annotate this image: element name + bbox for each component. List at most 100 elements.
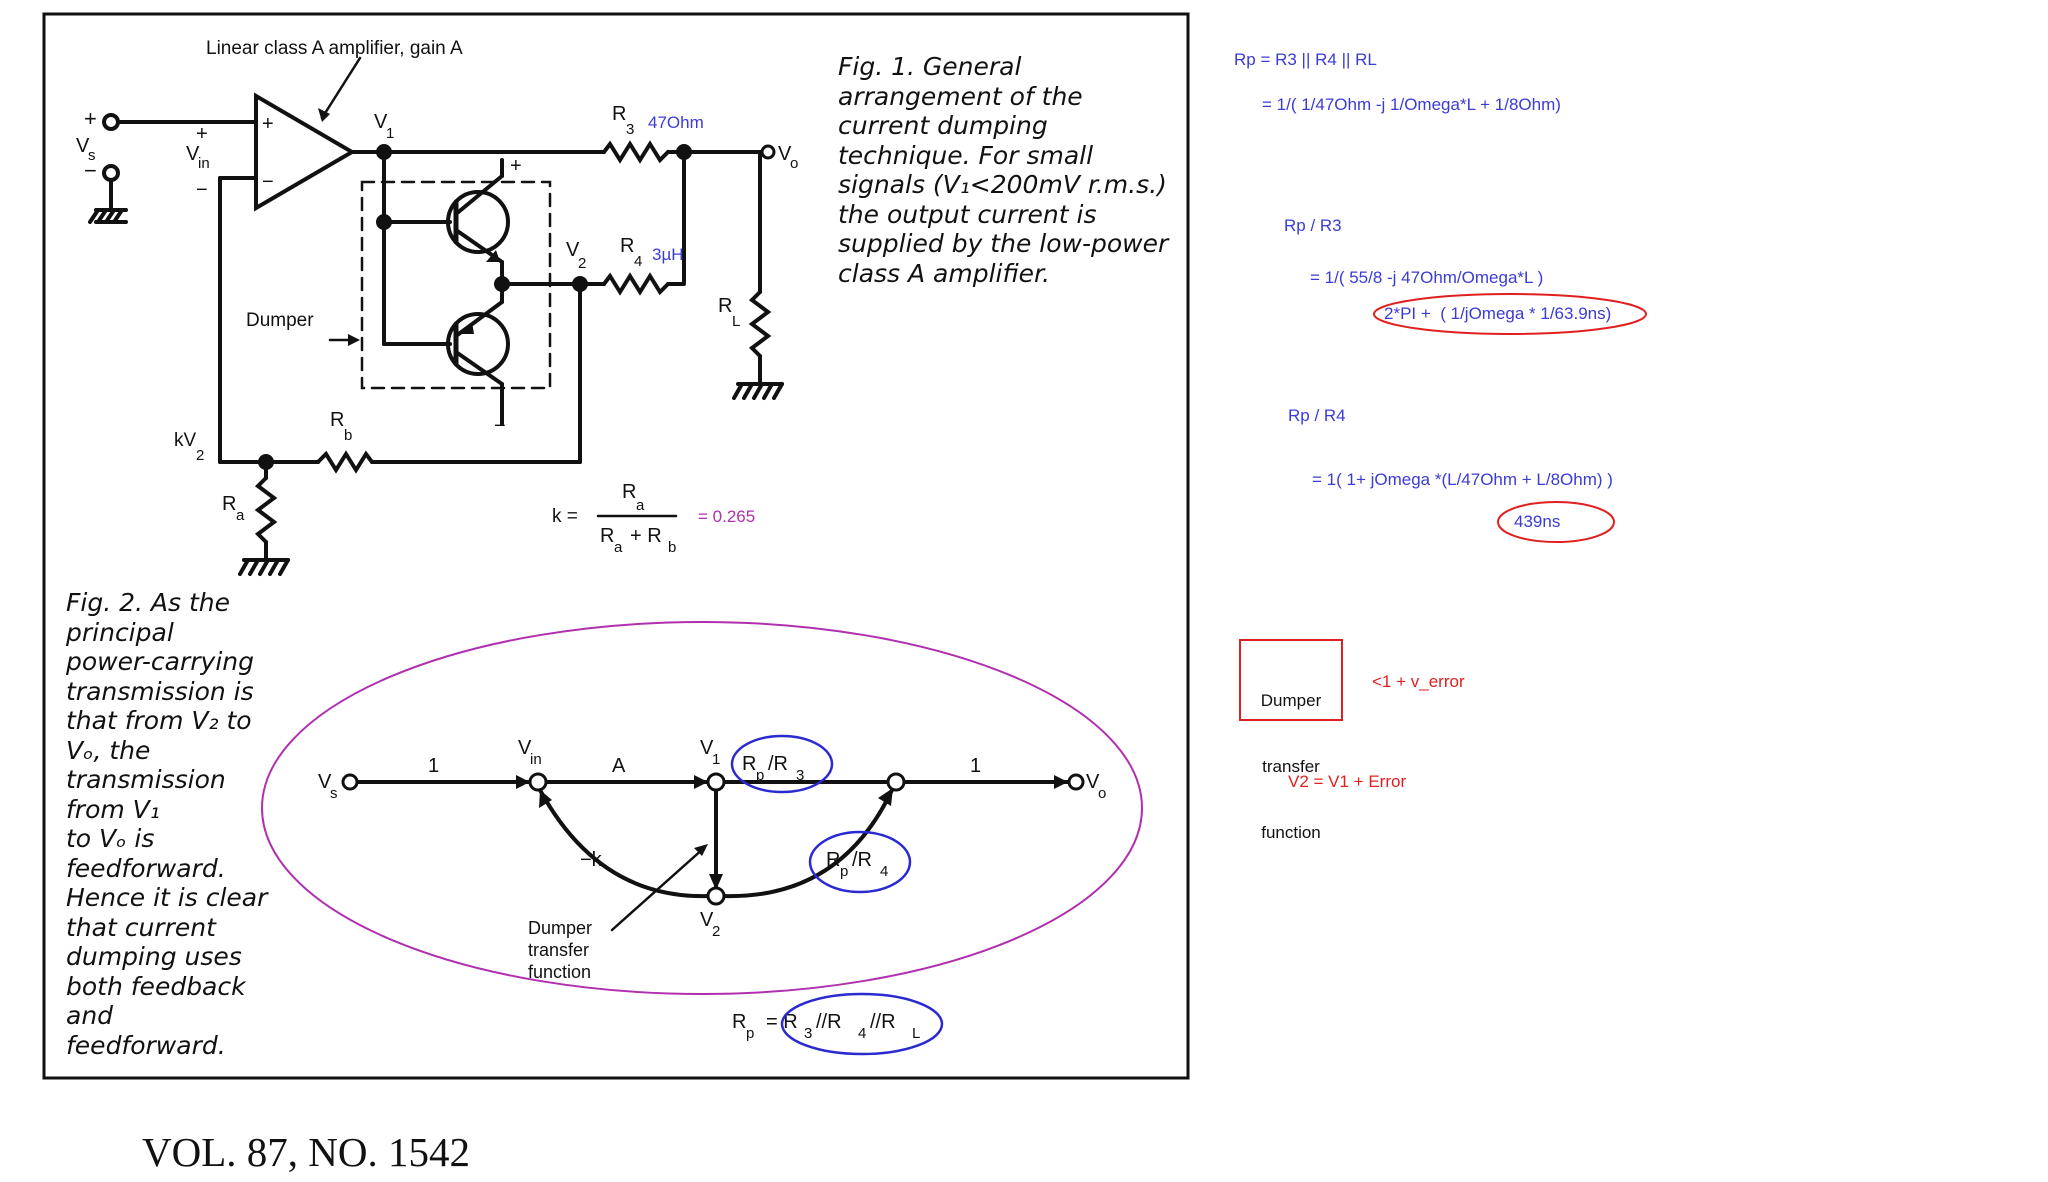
k-den-plus: + R	[630, 525, 662, 547]
f2-dumper-line1: Dumper	[528, 918, 592, 938]
dumper-note-line: transfer	[1262, 757, 1320, 776]
fig2-caption-line: and	[66, 1001, 114, 1030]
f2-rp-eq: R	[732, 1011, 746, 1033]
f2-v1-label: V	[700, 737, 714, 759]
f2-rp-eq-sub4: 4	[858, 1025, 866, 1042]
dumper-note-text: Dumper transfer function	[1240, 646, 1342, 866]
vs-label: V	[76, 135, 90, 157]
v1-node	[706, 772, 726, 792]
r4-note: 3µH	[652, 245, 684, 264]
f2-gain-a: A	[612, 755, 626, 777]
f2-v2-sub: 2	[712, 923, 720, 940]
f2-vs-sub: s	[330, 785, 338, 802]
f2-v2-label: V	[700, 909, 714, 931]
ra-sub: a	[236, 507, 245, 524]
f2-gain-out: 1	[970, 755, 981, 777]
fig2-caption-line: Vₒ, the	[66, 735, 151, 765]
rb-resistor	[316, 450, 374, 474]
f2-v1-sub: 1	[712, 751, 720, 768]
f2-dumper-line3: function	[528, 962, 591, 982]
fig1-schematic	[88, 56, 784, 576]
rl-sub: L	[732, 313, 740, 330]
v1-label: V	[374, 111, 388, 133]
vs-sub: s	[88, 147, 96, 164]
fig2-caption-line: that current	[66, 912, 216, 942]
k-value-note: = 0.265	[698, 507, 755, 526]
r4-label: R	[620, 235, 634, 257]
sum-node	[886, 772, 906, 792]
ra-label: R	[222, 493, 236, 515]
k-den-sub2: b	[668, 539, 676, 556]
vs-plus-terminal	[102, 113, 120, 131]
vin-sub: in	[198, 155, 210, 172]
note-rp-r4-expr: = 1( 1+ jOmega *(L/47Ohm + L/8Ohm) )	[1312, 470, 1613, 489]
vo-terminal	[760, 144, 776, 160]
vin-node	[528, 772, 548, 792]
ra-resistor	[254, 476, 278, 544]
vs-plus-label: +	[84, 106, 97, 131]
vs-node	[341, 773, 359, 791]
dumper-note-line: Dumper	[1260, 691, 1322, 710]
plus-rail-label: +	[510, 155, 522, 177]
vo-node	[1067, 773, 1085, 791]
f2-rp-eq-sub: p	[746, 1025, 754, 1042]
f2-rp-r4: R	[826, 849, 840, 871]
note-rp-r3-title: Rp / R3	[1284, 216, 1342, 235]
f2-rp-r3-slash: /R	[768, 753, 788, 775]
dumper-label: Dumper	[246, 310, 314, 331]
note-v2-eq: V2 = V1 + Error	[1288, 772, 1407, 791]
v2-label: V	[566, 239, 580, 261]
amp-plus-label: +	[262, 113, 274, 135]
f2-vin-label: V	[518, 737, 532, 759]
k-den-label: R	[600, 525, 614, 547]
vo-sub: o	[790, 155, 798, 172]
amplifier-symbol	[254, 92, 356, 212]
dumper-note-line: function	[1261, 823, 1321, 842]
f2-vo-label: V	[1086, 771, 1100, 793]
rl-resistor	[748, 290, 772, 358]
vin-label: V	[186, 143, 200, 165]
minus-rail-label: −	[494, 415, 506, 437]
f2-gain1: 1	[428, 755, 439, 777]
vin-minus-label: −	[196, 179, 208, 201]
f2-rp-r4-sub1: p	[840, 863, 848, 880]
rp-r4-circle	[808, 830, 912, 894]
kv2-sub: 2	[196, 447, 204, 464]
vin-plus-label: +	[196, 123, 208, 145]
f2-vs-label: V	[318, 771, 332, 793]
note-rp-r3-expr: = 1/( 55/8 -j 47Ohm/Omega*L )	[1310, 268, 1544, 287]
kv2-label: kV	[174, 430, 197, 451]
f2-rp-eq-sub3: 3	[804, 1025, 812, 1042]
fig2-caption-line: dumping uses	[66, 942, 242, 971]
f2-rp-eq-subl: L	[912, 1025, 920, 1042]
fig2-caption-line: Fig. 2. As the	[66, 588, 230, 617]
amp-label: Linear class A amplifier, gain A	[206, 38, 463, 59]
f2-rp-eq-par1: //R	[816, 1011, 842, 1033]
fig2-caption-line: feedforward.	[66, 1030, 226, 1060]
fig2-caption-line: that from V₂ to	[66, 706, 252, 735]
r3-note: 47Ohm	[648, 113, 704, 132]
figure-frame	[42, 12, 1190, 1080]
r3-label: R	[612, 103, 626, 125]
f2-minus-k: −k	[580, 849, 603, 871]
fig2-caption-line: transmission is	[66, 676, 254, 706]
f2-vin-sub: in	[530, 751, 542, 768]
f2-rp-r3-sub1: p	[756, 767, 764, 784]
vs-minus-terminal	[102, 164, 120, 182]
fig2-caption-line: both feedback	[66, 971, 246, 1001]
v2-node	[706, 886, 726, 906]
fig2-caption-line: Hence it is clear	[66, 883, 268, 912]
fig1-caption: Fig. 1. General arrangement of the curre…	[838, 52, 1169, 288]
page-footer: VOL. 87, NO. 1542	[142, 1129, 470, 1175]
rp-r3-circle	[730, 734, 834, 794]
r3-sub: 3	[626, 121, 634, 138]
k-den-sub1: a	[614, 539, 623, 556]
vs-minus-label: −	[84, 158, 97, 183]
f2-rp-r4-slash: /R	[852, 849, 872, 871]
r3-resistor	[602, 140, 670, 164]
note-rp-def: Rp = R3 || R4 || RL	[1234, 50, 1377, 69]
rb-label: R	[330, 409, 344, 431]
fig2-caption-line: transmission	[66, 765, 226, 794]
f2-rp-r3: R	[742, 753, 756, 775]
note-dumper-error: <1 + v_error	[1372, 672, 1465, 691]
